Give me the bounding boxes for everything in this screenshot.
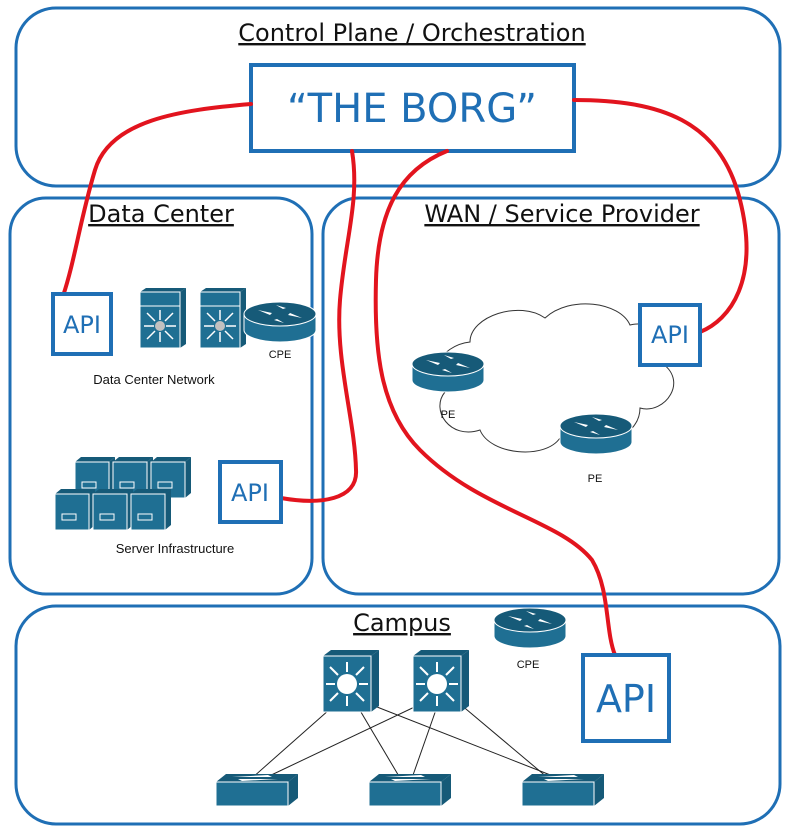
wan-api-box: API	[638, 303, 702, 367]
link-borg-to-wan-api	[572, 98, 749, 334]
access-switch-3-icon	[521, 773, 605, 807]
campus-cpe-router-icon	[493, 607, 567, 649]
campus-title: Campus	[353, 609, 451, 637]
dc-cpe-label: CPE	[269, 349, 292, 361]
link-borg-to-server-api	[279, 149, 359, 503]
borg-orchestrator: “THE BORG”	[249, 63, 576, 153]
server-infrastructure-label: Server Infrastructure	[116, 541, 235, 556]
core-switch-1-icon	[322, 649, 380, 713]
access-switch-1-icon	[215, 773, 299, 807]
wan-title: WAN / Service Provider	[424, 200, 699, 228]
data-center-zone: Data Center	[8, 196, 314, 596]
dc-network-api-box: API	[51, 292, 113, 356]
data-center-title: Data Center	[88, 200, 234, 228]
dc-network-label: Data Center Network	[93, 372, 215, 387]
campus-api-box: API	[581, 653, 671, 743]
access-switch-2-icon	[368, 773, 452, 807]
pe-1-label: PE	[441, 409, 456, 421]
campus-links	[251, 701, 559, 779]
wan-api-label: API	[651, 321, 689, 349]
server-api-box: API	[218, 460, 283, 524]
borg-label: “THE BORG”	[287, 86, 537, 132]
campus-cpe-label: CPE	[517, 659, 540, 671]
pe-router-2-icon	[559, 413, 633, 455]
dc-switch-1-icon	[139, 287, 187, 349]
pe-2-label: PE	[588, 473, 603, 485]
dc-cpe-router-icon	[243, 301, 317, 343]
dc-network-api-label: API	[63, 311, 101, 339]
server-api-label: API	[231, 479, 269, 507]
core-switch-2-icon	[412, 649, 470, 713]
wan-cloud	[433, 303, 675, 453]
control-plane-title: Control Plane / Orchestration	[238, 19, 585, 47]
api-links	[61, 98, 749, 657]
dc-switch-2-icon	[199, 287, 247, 349]
pe-router-1-icon	[411, 351, 485, 393]
server-cluster-icon	[54, 456, 192, 531]
campus-api-label: API	[596, 677, 656, 721]
link-borg-to-campus-api	[373, 149, 617, 657]
link-borg-to-dc-network-api	[61, 102, 253, 298]
